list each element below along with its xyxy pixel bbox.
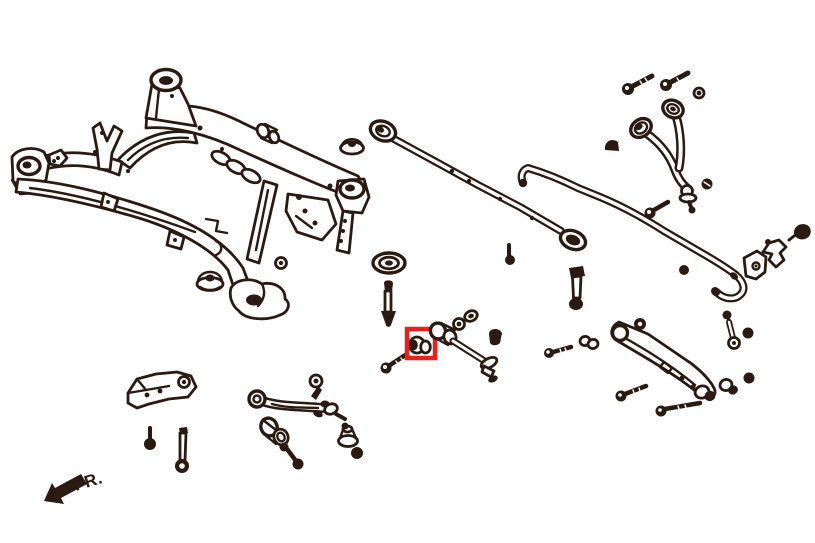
arm-bushing-eye bbox=[247, 389, 267, 409]
toe-link-cap-nut bbox=[489, 328, 502, 346]
fr-direction-arrow: FR. bbox=[44, 468, 105, 504]
long-vertical-bolt bbox=[569, 266, 585, 310]
lower-arm-hardware bbox=[544, 318, 755, 417]
front-arm-bushing bbox=[259, 416, 290, 447]
toe-link-washers bbox=[452, 309, 479, 331]
washer-bolt bbox=[381, 280, 396, 327]
stabilizer-nut bbox=[679, 265, 689, 275]
toe-link-bolt bbox=[380, 351, 410, 374]
upper-arm-bolts bbox=[604, 70, 713, 219]
cap-nut bbox=[351, 447, 363, 459]
stay-small-bolt bbox=[144, 426, 156, 450]
front-arm-bolt bbox=[279, 442, 304, 470]
end-link-nut bbox=[742, 327, 754, 339]
spacer-bushing bbox=[255, 122, 281, 145]
rear-subframe bbox=[10, 67, 371, 321]
rear-upper-control-arm bbox=[629, 98, 698, 214]
front-arm-ball-stud bbox=[308, 373, 324, 400]
front-lower-control-arm bbox=[247, 389, 347, 421]
cone-bushing bbox=[337, 422, 359, 448]
small-ring-bushing bbox=[274, 256, 288, 270]
cone-nut bbox=[604, 139, 619, 151]
stepped-washer bbox=[371, 251, 407, 275]
stay-long-bolt bbox=[175, 427, 189, 473]
toe-link-bushing-highlighted bbox=[408, 335, 432, 355]
small-stud-bolt bbox=[505, 243, 515, 265]
stabilizer-bushing-block bbox=[742, 249, 768, 281]
toe-control-link bbox=[428, 321, 499, 383]
clamp-blob bbox=[787, 224, 811, 242]
highlight-box bbox=[404, 326, 438, 361]
stabilizer-bar bbox=[517, 164, 748, 303]
fr-label: FR. bbox=[72, 468, 105, 495]
dome-bushing bbox=[195, 270, 225, 292]
support-bracket-stay bbox=[126, 370, 198, 410]
dome-washer bbox=[339, 138, 365, 156]
stabilizer-end-link bbox=[722, 310, 754, 350]
rear-lower-control-arm bbox=[610, 320, 717, 402]
front-lateral-rod bbox=[368, 119, 588, 252]
arm-eye bbox=[610, 323, 630, 343]
stabilizer-bracket bbox=[761, 238, 788, 269]
